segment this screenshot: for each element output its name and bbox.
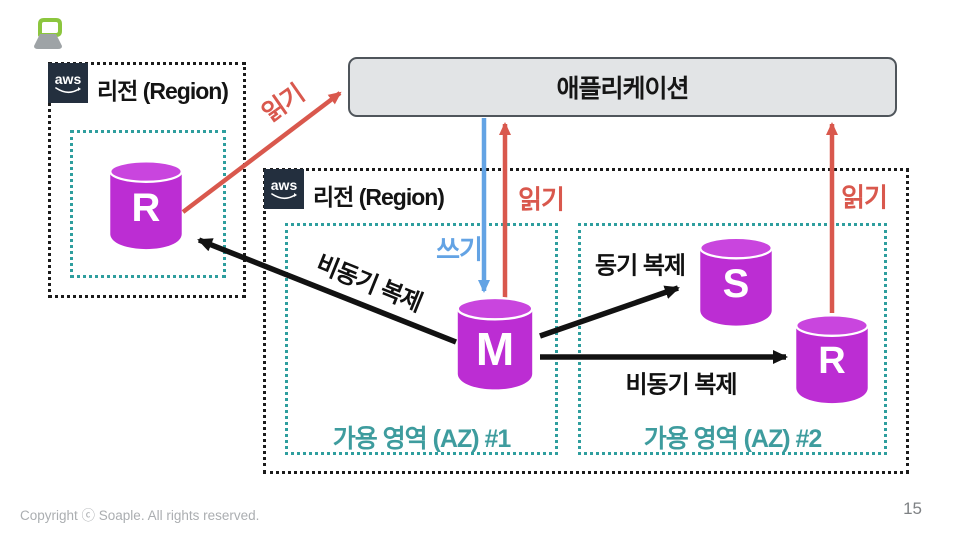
- page-number: 15: [903, 499, 922, 518]
- db-cylinder-icon: [456, 296, 534, 390]
- application-box: 애플리케이션: [348, 57, 897, 117]
- read-label-left: 읽기: [257, 79, 310, 128]
- aws-logo-icon: aws: [264, 169, 304, 209]
- az2-box: [578, 223, 887, 455]
- main-region-title: 리전 (Region): [313, 184, 445, 210]
- soaple-logo-icon: [34, 18, 62, 49]
- aws-logo-text: aws: [270, 176, 298, 193]
- db-cylinder-icon: [795, 314, 869, 404]
- db-master: M: [452, 296, 538, 391]
- read-label-center: 읽기: [518, 184, 565, 215]
- db-letter: R: [131, 185, 161, 230]
- aws-logo-icon: aws: [48, 63, 88, 103]
- az1-label: 가용 영역 (AZ) #1: [332, 425, 512, 453]
- db-cylinder-icon: [699, 236, 773, 326]
- db-letter: R: [818, 339, 846, 382]
- write-label: 쓰기: [436, 234, 483, 265]
- application-label: 애플리케이션: [556, 75, 689, 103]
- db-replica-right: R: [794, 311, 870, 407]
- db-replica-left: R: [108, 157, 184, 253]
- aws-logo-text: aws: [54, 70, 82, 87]
- copyright-text: Copyright ⓒ Soaple. All rights reserved.: [20, 508, 260, 523]
- aws-smile-icon: [55, 86, 81, 93]
- sync-replication-label: 동기 복제: [595, 252, 686, 280]
- read-label-right: 읽기: [841, 182, 888, 213]
- db-letter: M: [475, 322, 515, 375]
- db-letter: S: [722, 262, 750, 307]
- db-standby: S: [698, 233, 774, 330]
- async-replication-label-right: 비동기 복제: [625, 371, 737, 399]
- left-region-title: 리전 (Region): [97, 78, 229, 104]
- az2-label: 가용 영역 (AZ) #2: [643, 425, 823, 453]
- aws-smile-icon: [271, 192, 297, 199]
